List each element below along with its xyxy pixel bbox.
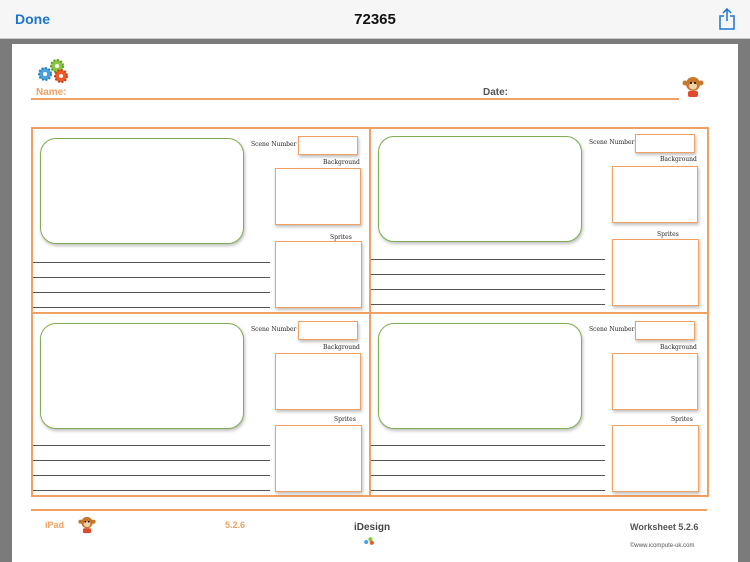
- notes-line: [33, 460, 270, 461]
- scene-number-label: Scene Number: [251, 141, 297, 148]
- gears-logo-icon: [38, 59, 68, 83]
- background-label: Background: [323, 159, 360, 166]
- footer-version: 5.2.6: [225, 520, 246, 530]
- sprites-box[interactable]: [612, 239, 699, 306]
- sprites-label: Sprites: [334, 416, 356, 423]
- background-label: Background: [660, 156, 697, 163]
- storyboard-panel-4: Scene Number Background Sprites: [370, 313, 708, 496]
- background-box[interactable]: [275, 168, 361, 225]
- notes-line: [33, 475, 270, 476]
- sprites-label: Sprites: [330, 234, 352, 241]
- sprites-label: Sprites: [657, 231, 679, 238]
- storyboard-panel-1: Scene Number Background Sprites: [32, 128, 370, 313]
- sprites-label: Sprites: [671, 416, 693, 423]
- scene-number-label: Scene Number: [589, 139, 635, 146]
- scene-drawing-area[interactable]: [378, 136, 582, 242]
- done-button[interactable]: Done: [15, 11, 50, 27]
- footer-copyright: ©www.icompute-uk.com: [630, 543, 695, 549]
- footer-worksheet: Worksheet 5.2.6: [630, 522, 699, 532]
- footer-brand: iDesign: [354, 522, 391, 533]
- scene-drawing-area[interactable]: [40, 323, 244, 429]
- notes-line: [33, 292, 270, 293]
- scene-number-label: Scene Number: [589, 326, 635, 333]
- background-box[interactable]: [275, 353, 361, 410]
- background-box[interactable]: [612, 353, 698, 410]
- monkey-mascot-icon: [78, 516, 96, 534]
- notes-line: [33, 262, 270, 263]
- sprites-box[interactable]: [612, 425, 699, 492]
- worksheet-page: Name: Date: Scene Number Background Spri…: [12, 44, 738, 562]
- footer-divider: [31, 509, 707, 511]
- scene-number-box[interactable]: [298, 136, 358, 155]
- name-label: Name:: [36, 87, 67, 98]
- notes-line: [371, 475, 605, 476]
- notes-line: [33, 307, 270, 308]
- sprites-box[interactable]: [275, 425, 362, 492]
- notes-line: [33, 445, 270, 446]
- notes-line: [371, 274, 605, 275]
- background-box[interactable]: [612, 166, 698, 223]
- storyboard-grid: Scene Number Background Sprites Scene Nu…: [31, 127, 709, 497]
- notes-line: [371, 259, 605, 260]
- notes-line: [33, 490, 270, 491]
- footer-device: iPad: [45, 520, 65, 530]
- date-label: Date:: [483, 87, 509, 98]
- notes-line: [33, 277, 270, 278]
- monkey-mascot-icon: [682, 77, 704, 97]
- storyboard-panel-3: Scene Number Background Sprites: [32, 313, 370, 496]
- background-label: Background: [660, 344, 697, 351]
- notes-line: [371, 460, 605, 461]
- header-divider: [31, 98, 679, 100]
- share-icon[interactable]: [718, 8, 736, 30]
- scene-number-box[interactable]: [635, 134, 695, 153]
- scene-number-box[interactable]: [635, 321, 695, 340]
- notes-line: [371, 289, 605, 290]
- scene-number-label: Scene Number: [251, 326, 297, 333]
- notes-line: [371, 304, 605, 305]
- sprites-box[interactable]: [275, 241, 362, 308]
- notes-line: [371, 490, 605, 491]
- navigation-bar: Done 72365: [0, 0, 750, 39]
- background-label: Background: [323, 344, 360, 351]
- notes-line: [371, 445, 605, 446]
- scene-number-box[interactable]: [298, 321, 358, 340]
- scene-drawing-area[interactable]: [40, 138, 244, 244]
- document-title: 72365: [354, 11, 396, 28]
- storyboard-panel-2: Scene Number Background Sprites: [370, 128, 708, 313]
- scene-drawing-area[interactable]: [378, 323, 582, 429]
- gears-logo-icon: [364, 537, 374, 545]
